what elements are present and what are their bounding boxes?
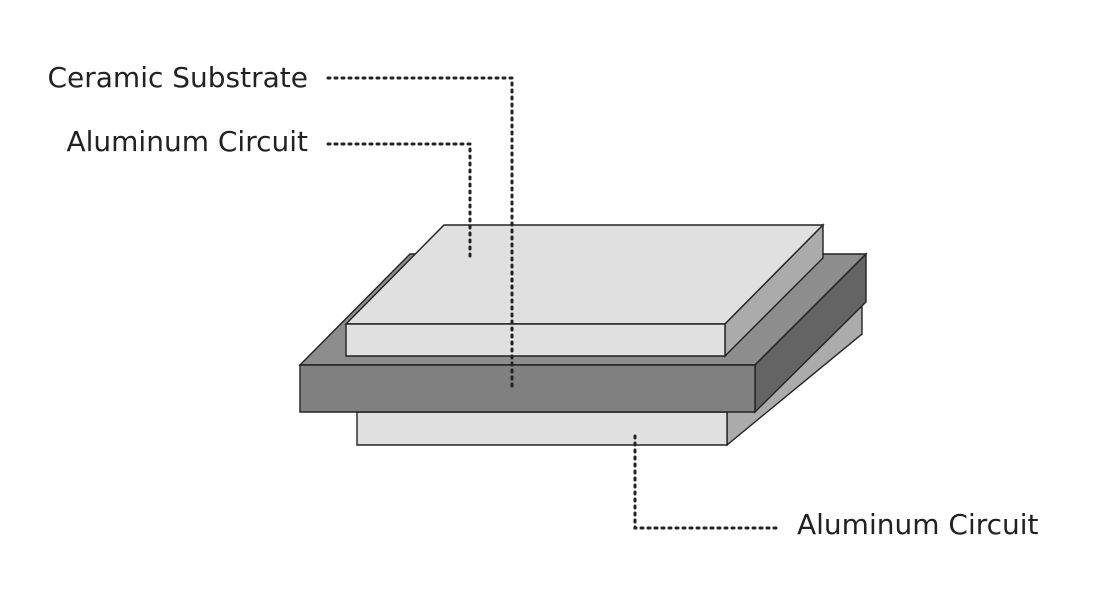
ceramic-substrate-label: Ceramic Substrate — [47, 61, 308, 94]
top-aluminum-circuit-layer — [344, 223, 825, 358]
bottom-aluminum-circuit-label: Aluminum Circuit — [797, 508, 1039, 541]
bottom-aluminum-circuit-leader-line — [633, 434, 782, 530]
top-aluminum-circuit-leader-line — [326, 142, 472, 260]
top-aluminum-front-face — [345, 323, 726, 357]
ceramic-substrate-leader-line — [326, 76, 514, 390]
top-aluminum-circuit-label: Aluminum Circuit — [66, 125, 308, 158]
bottom-aluminum-front-face — [356, 411, 728, 446]
ceramic-front-face — [299, 364, 756, 413]
